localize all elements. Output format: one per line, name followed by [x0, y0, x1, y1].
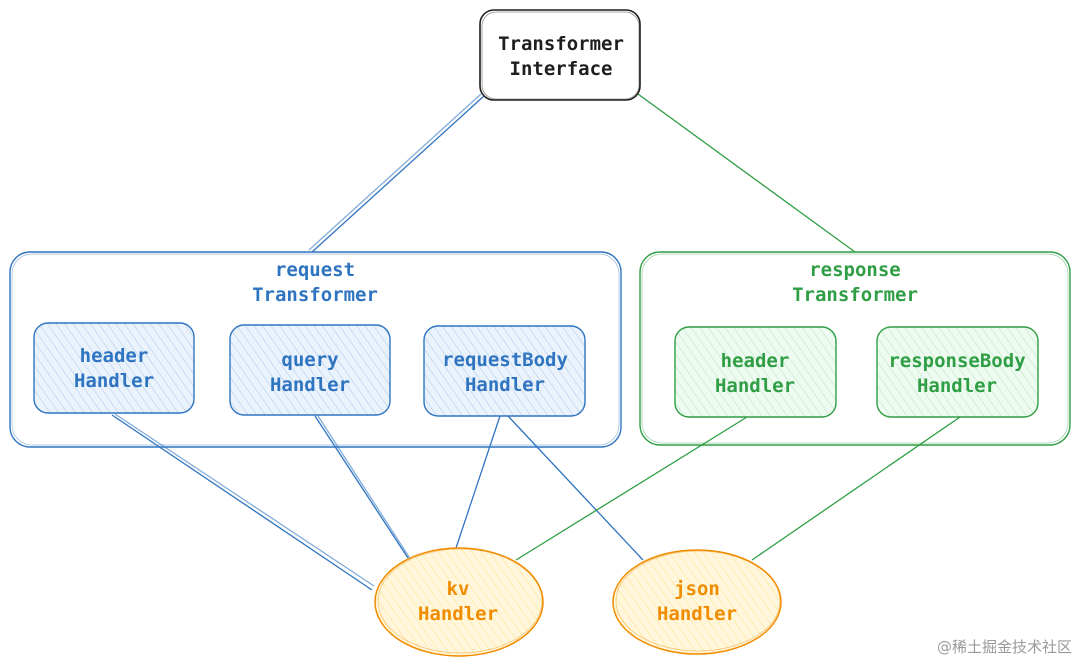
transformer-interface-node: Transformer Interface	[479, 9, 641, 101]
response-header-handler-line2: Handler	[715, 375, 795, 397]
response-group-label-line1: response	[809, 259, 901, 281]
request-requestbody-handler-line2: Handler	[465, 374, 545, 396]
edge-header-kv-2	[114, 413, 375, 587]
request-group-label-line1: request	[275, 259, 355, 281]
interface-label-line2: Interface	[510, 58, 613, 80]
response-header-handler-line1: header	[721, 350, 790, 372]
json-handler-line2: Handler	[657, 603, 737, 625]
kv-handler-line1: kv	[447, 578, 470, 600]
edge-resp-header-kv	[515, 416, 748, 561]
response-group-label-line2: Transformer	[792, 284, 918, 306]
kv-handler-line2: Handler	[418, 603, 498, 625]
request-group-label-line2: Transformer	[252, 284, 378, 306]
request-requestbody-handler-line1: requestBody	[442, 349, 568, 371]
json-handler-node: json Handler	[612, 549, 782, 655]
edge-interface-response	[637, 93, 856, 253]
edge-interface-request-2	[308, 93, 482, 251]
response-header-handler: header Handler	[674, 326, 837, 418]
edge-query-kv-2	[317, 415, 412, 561]
response-transformer-group: response Transformer header Handler resp…	[639, 251, 1071, 446]
request-query-handler-line2: Handler	[270, 374, 350, 396]
request-header-handler: header Handler	[33, 322, 195, 414]
interface-label-line1: Transformer	[498, 33, 624, 55]
edge-query-kv	[314, 415, 409, 559]
connectors	[111, 93, 961, 591]
edge-header-kv	[111, 414, 373, 591]
watermark: @稀土掘金技术社区	[936, 638, 1072, 656]
request-header-handler-line2: Handler	[74, 370, 154, 392]
response-responsebody-handler-line2: Handler	[917, 375, 997, 397]
response-responsebody-handler-line1: responseBody	[888, 350, 1025, 372]
edge-requestbody-kv	[455, 415, 501, 549]
edge-interface-request	[311, 95, 485, 253]
request-requestbody-handler: requestBody Handler	[423, 325, 586, 417]
json-handler-line1: json	[674, 578, 720, 600]
request-query-handler-line1: query	[281, 349, 338, 371]
response-responsebody-handler: responseBody Handler	[876, 326, 1039, 418]
edge-requestbody-json	[507, 415, 644, 561]
request-header-handler-line1: header	[80, 345, 149, 367]
request-query-handler: query Handler	[229, 324, 391, 416]
kv-handler-node: kv Handler	[374, 547, 544, 657]
edge-responsebody-json	[751, 416, 961, 561]
request-transformer-group: request Transformer header Handler query…	[9, 251, 622, 448]
